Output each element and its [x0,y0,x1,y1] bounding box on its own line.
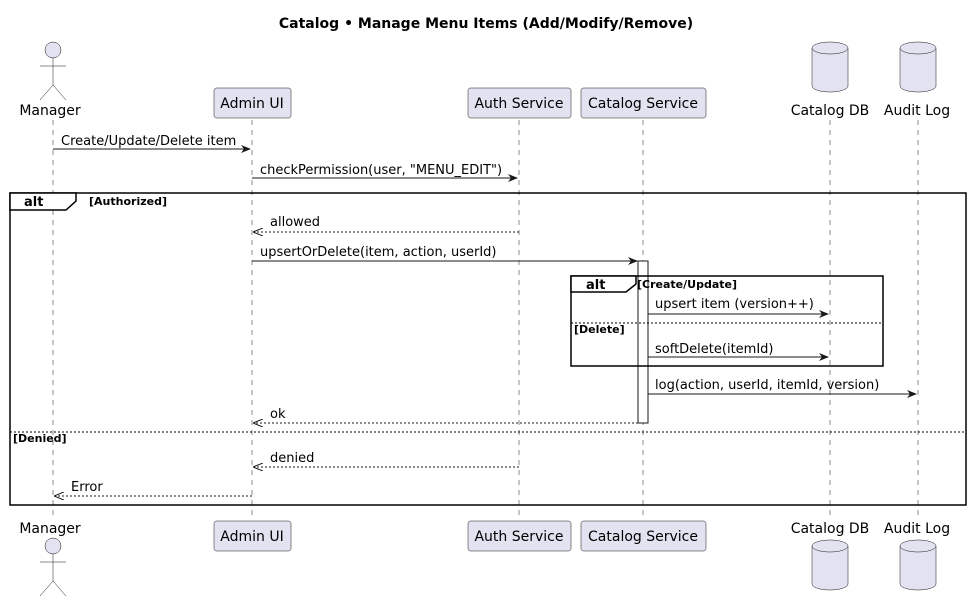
participant-catalog-db-top: Catalog DB [791,41,870,119]
participant-label: Audit Log [884,521,950,537]
participant-label: Admin UI [220,96,283,112]
alt-fragment-inner: alt [Create/Update] [Delete] [570,275,884,367]
participant-catalog-service-top: Catalog Service [580,87,707,119]
participant-label: Manager [19,103,81,119]
database-icon [899,539,937,591]
participant-catalog-service-bottom: Catalog Service [580,520,707,552]
participant-auth-service-bottom: Auth Service [467,520,572,552]
fragment-guard: [Denied] [13,432,67,445]
participant-catalog-db-bottom: Catalog DB [791,521,870,591]
fragment-guard: [Delete] [574,323,625,336]
activation-bar [637,260,649,424]
message-label: upsert item (version++) [655,297,814,312]
message-label: softDelete(itemId) [655,342,774,357]
message-error: Error [55,480,252,496]
participant-label: Admin UI [220,529,283,545]
participant-label: Auth Service [474,529,563,545]
fragment-guard: [Authorized] [89,195,167,208]
message-ok: ok [254,407,638,423]
participant-label: Auth Service [474,96,563,112]
message-label: upsertOrDelete(item, action, userId) [260,245,497,260]
participant-manager-top: Manager [19,41,81,119]
database-icon [899,41,937,93]
participant-admin-ui-top: Admin UI [213,87,292,119]
database-icon [811,41,849,93]
message-label: Create/Update/Delete item [61,134,236,149]
message-label: denied [270,451,314,466]
participant-manager-bottom: Manager [19,521,81,597]
message-soft-delete: softDelete(itemId) [648,342,829,361]
participant-label: Manager [19,521,81,537]
participant-label: Catalog Service [588,529,698,545]
participant-label: Catalog DB [791,521,870,537]
diagram-title: Catalog • Manage Menu Items (Add/Modify/… [279,16,693,32]
message-allowed: allowed [254,215,519,232]
message-label: checkPermission(user, "MENU_EDIT") [260,163,502,178]
message-label: allowed [270,215,320,230]
actor-icon [39,41,67,101]
participant-label: Catalog Service [588,96,698,112]
message-check-permission: checkPermission(user, "MENU_EDIT") [252,163,518,182]
message-denied: denied [254,451,519,467]
participant-label: Audit Log [884,103,950,119]
fragment-label: alt [24,195,43,210]
participant-admin-ui-bottom: Admin UI [213,520,292,552]
fragment-guard: [Create/Update] [637,278,737,291]
participant-auth-service-top: Auth Service [467,87,572,119]
message-upsert-item: upsert item (version++) [648,297,829,318]
participant-audit-log-bottom: Audit Log [884,521,950,591]
message-label: log(action, userId, itemId, version) [655,378,879,393]
message-label: ok [270,407,286,422]
fragment-label: alt [586,278,605,293]
actor-icon [39,537,67,597]
database-icon [811,539,849,591]
message-label: Error [71,480,103,495]
message-create-update-delete: Create/Update/Delete item [53,134,251,153]
participant-label: Catalog DB [791,103,870,119]
participant-audit-log-top: Audit Log [884,41,950,119]
alt-fragment-outer: alt [Authorized] [Denied] [9,192,967,506]
message-log: log(action, userId, itemId, version) [648,378,917,398]
message-upsert-or-delete: upsertOrDelete(item, action, userId) [252,245,638,265]
